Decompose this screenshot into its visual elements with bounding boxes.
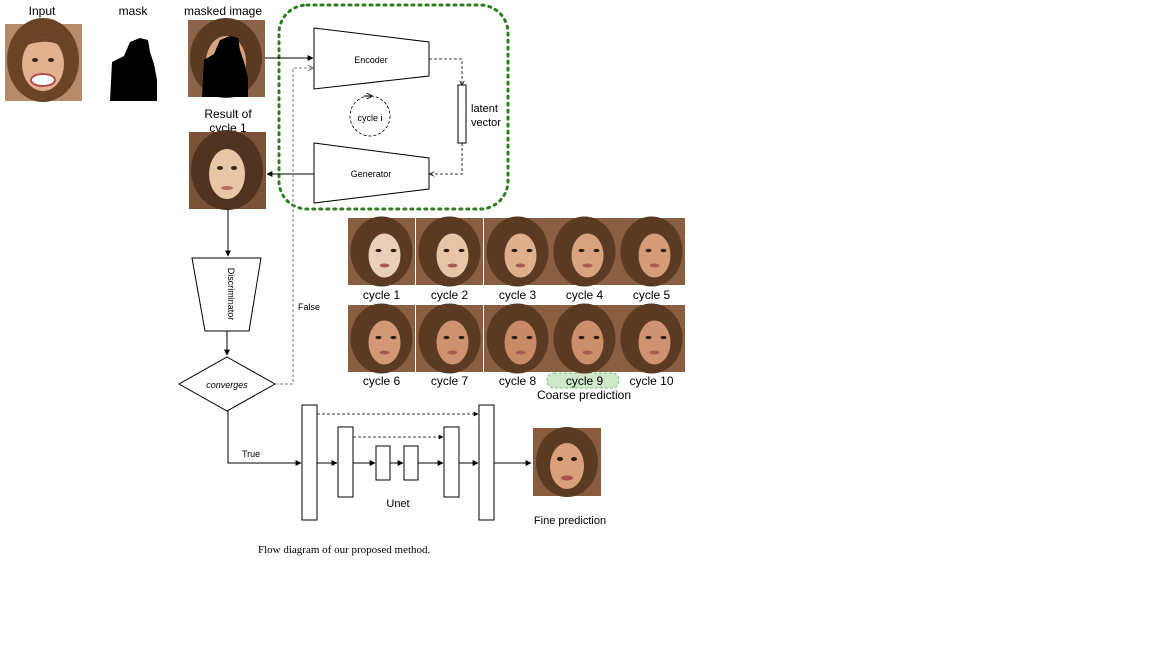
latent-label-line2: vector xyxy=(471,117,501,129)
cycle-label-2: cycle 2 xyxy=(431,288,469,302)
generator-label: Generator xyxy=(351,169,392,179)
cycle-label-5: cycle 5 xyxy=(633,288,671,302)
cycle-label-9: cycle 9 xyxy=(566,374,604,388)
latent-label-line1: latent xyxy=(471,103,498,115)
cycle-image-3 xyxy=(484,216,551,287)
unet-label: Unet xyxy=(386,498,409,510)
mask-image xyxy=(110,38,157,101)
converges-decision: converges xyxy=(177,356,277,412)
cycle-grid: cycle 1 cycle 2 cycle 3 cycle 4 cycle 5 cycle… xyxy=(348,216,685,388)
unet-block: Unet xyxy=(301,404,495,521)
false-label: False xyxy=(298,302,320,312)
cycle-label-4: cycle 4 xyxy=(566,288,604,302)
discriminator-block: Discriminator xyxy=(191,257,262,332)
cycle-label-10: cycle 10 xyxy=(629,374,673,388)
unet-encoder-level-2 xyxy=(337,426,354,498)
converges-label: converges xyxy=(206,380,248,390)
cycle-label-3: cycle 3 xyxy=(499,288,537,302)
latent-to-generator-arrow xyxy=(430,143,463,174)
unet-bottleneck-1 xyxy=(375,445,391,481)
cycle-label-8: cycle 8 xyxy=(499,374,537,388)
cycle-image-5 xyxy=(618,216,685,287)
true-label: True xyxy=(242,449,260,459)
encoder-label: Encoder xyxy=(354,55,388,65)
generator-block: Generator xyxy=(313,142,430,204)
result-cycle-1-image xyxy=(189,130,266,210)
cycle-label-6: cycle 6 xyxy=(363,374,401,388)
cycle-9-highlight xyxy=(546,372,620,389)
cycle-image-10 xyxy=(618,303,685,374)
cycle-image-9 xyxy=(551,303,618,374)
cycle-label-1: cycle 1 xyxy=(363,288,401,302)
unet-decoder-level-2 xyxy=(443,426,460,498)
fine-prediction-label: Fine prediction xyxy=(534,515,606,527)
true-path-arrow xyxy=(227,411,302,466)
result-title-line1: Result of xyxy=(204,107,252,121)
cycle-label-7: cycle 7 xyxy=(431,374,469,388)
encoder-to-latent-arrow xyxy=(429,58,462,85)
cycle-image-8 xyxy=(484,303,551,374)
cycle-i-label: cycle i xyxy=(357,113,382,123)
discriminator-label: Discriminator xyxy=(226,268,236,321)
masked-image xyxy=(188,18,265,98)
coarse-prediction-label: Coarse prediction xyxy=(537,388,631,402)
input-label: Input xyxy=(29,4,56,18)
cycle-image-7 xyxy=(416,303,483,374)
encoder-block: Encoder xyxy=(313,27,430,90)
cycle-image-2 xyxy=(416,216,483,287)
fine-prediction-image xyxy=(533,427,601,497)
cycle-image-4 xyxy=(551,216,618,287)
cycle-i-loop: cycle i xyxy=(349,96,391,137)
figure-caption: Flow diagram of our proposed method. xyxy=(258,544,431,556)
input-image xyxy=(5,18,82,102)
unet-decoder-level-1 xyxy=(478,404,495,521)
unet-bottleneck-2 xyxy=(403,445,419,481)
masked-image-label: masked image xyxy=(184,4,262,18)
latent-vector-block xyxy=(457,84,467,144)
cycle-image-6 xyxy=(348,303,415,374)
cycle-image-1 xyxy=(348,216,415,287)
unet-encoder-level-1 xyxy=(301,404,318,521)
cycle-loop-boundary xyxy=(277,3,510,211)
mask-label: mask xyxy=(119,4,149,18)
false-loop-arrow xyxy=(275,68,313,385)
